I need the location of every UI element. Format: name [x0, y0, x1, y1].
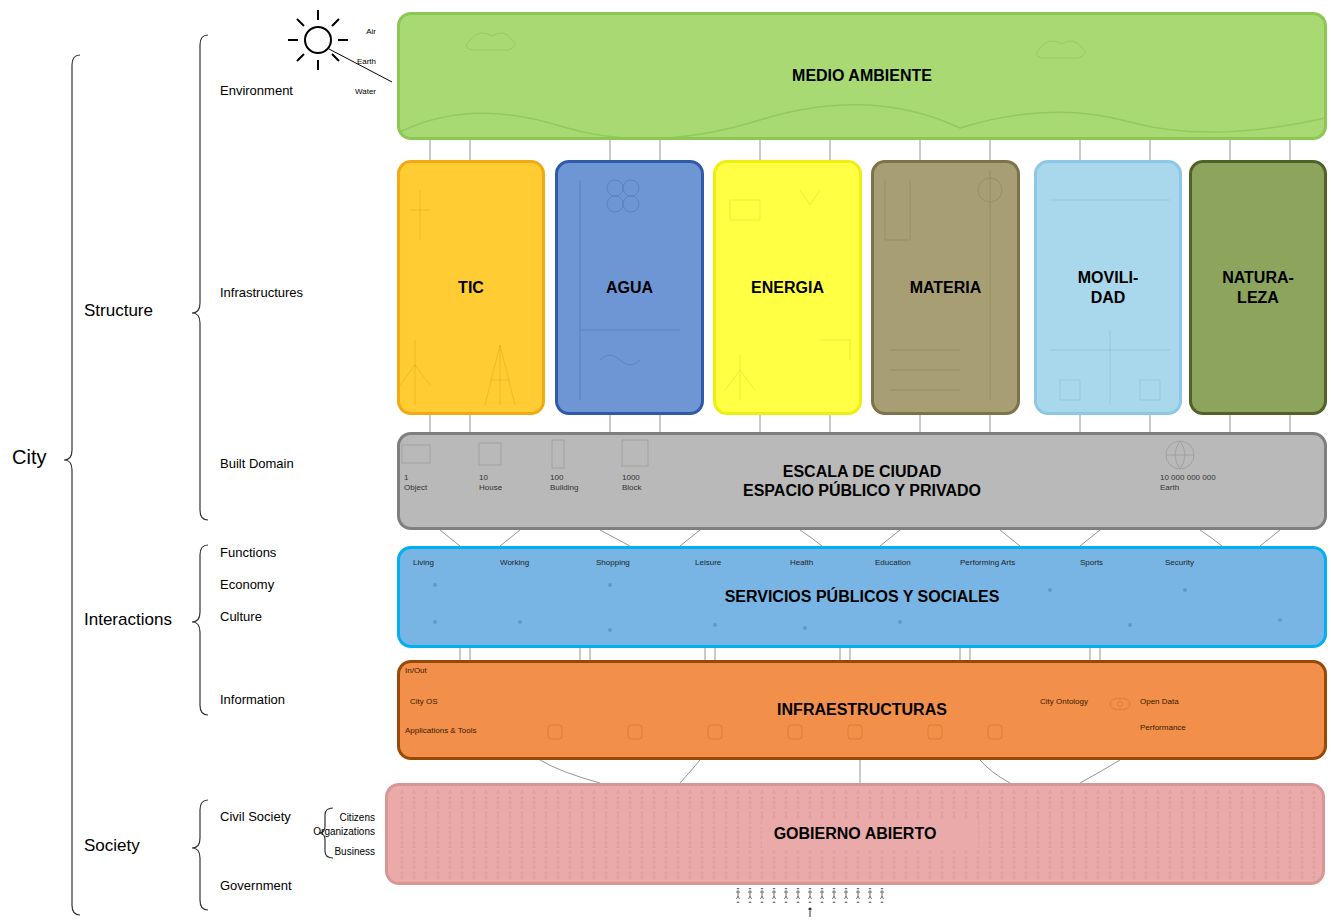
society-brace [192, 800, 208, 910]
environment-band: MEDIO AMBIENTE [397, 12, 1327, 140]
scale-number: 10 000 000 000 [1160, 474, 1216, 483]
government-figure [808, 907, 811, 910]
group-label: Structure [84, 302, 153, 321]
band-title: ENERGIA [751, 278, 824, 297]
band-title: MEDIO AMBIENTE [792, 66, 932, 85]
layer-label: Economy [220, 578, 274, 592]
scale-label: Object [404, 484, 427, 493]
scale-label: House [479, 484, 502, 493]
function-label: Living [413, 559, 434, 568]
band-title: SERVICIOS PÚBLICOS Y SOCIALES [725, 587, 1000, 606]
government-people [732, 888, 888, 903]
information-label: Applications & Tools [405, 727, 476, 736]
sun-rays [288, 10, 348, 70]
sun-ray-line [329, 49, 392, 82]
layer-label: Civil Society [220, 810, 291, 824]
band-title: ESPACIO PÚBLICO Y PRIVADO [743, 481, 981, 500]
element-label: Air [366, 28, 376, 37]
band-title: INFRAESTRUCTURAS [777, 700, 947, 719]
element-label: Water [355, 88, 376, 97]
layer-label: Information [220, 693, 285, 707]
infrastructure-column: ENERGIA [713, 160, 862, 415]
band-title: NATURA- LEZA [1218, 268, 1298, 306]
actor-label: Citizens [339, 812, 375, 823]
group-label: Society [84, 837, 140, 856]
layer-label: Built Domain [220, 457, 294, 471]
scale-number: 1000 [622, 474, 640, 483]
structure-brace [192, 35, 208, 520]
function-label: Health [790, 559, 813, 568]
scale-number: 100 [550, 474, 563, 483]
information-band: INFRAESTRUCTURAS [397, 660, 1327, 760]
scale-label: Building [550, 484, 578, 493]
government-figure [810, 911, 811, 917]
band-title: AGUA [606, 278, 653, 297]
function-label: Performing Arts [960, 559, 1015, 568]
sun-icon [305, 27, 331, 53]
function-label: Shopping [596, 559, 630, 568]
group-label: City [12, 446, 46, 468]
element-label: Earth [357, 58, 376, 67]
layer-label: Government [220, 879, 292, 893]
scale-number: 1 [404, 474, 408, 483]
band-title: TIC [458, 278, 484, 297]
function-label: Sports [1080, 559, 1103, 568]
band-title: GOBIERNO ABIERTO [774, 824, 937, 843]
government-band: GOBIERNO ABIERTO [385, 783, 1325, 885]
information-label: City OS [410, 698, 438, 707]
infrastructure-column: MATERIA [871, 160, 1020, 415]
scale-label: Earth [1160, 484, 1179, 493]
layer-label: Environment [220, 84, 293, 98]
function-label: Leisure [695, 559, 721, 568]
infrastructure-column: NATURA- LEZA [1189, 160, 1327, 415]
layer-label: Infrastructures [220, 286, 303, 300]
interactions-brace [192, 545, 208, 715]
infrastructure-column: TIC [397, 160, 545, 415]
information-label: Performance [1140, 724, 1186, 733]
information-label: In/Out [405, 667, 427, 676]
band-title: MATERIA [910, 278, 982, 297]
actor-label: Organizations [313, 826, 375, 837]
information-label: City Ontology [1040, 698, 1088, 707]
layer-label: Culture [220, 610, 262, 624]
group-label: Interactions [84, 611, 172, 630]
band-title: ESCALA DE CIUDAD [783, 462, 942, 481]
scale-label: Block [622, 484, 642, 493]
information-label: Open Data [1140, 698, 1179, 707]
infrastructure-column: AGUA [555, 160, 704, 415]
function-label: Working [500, 559, 529, 568]
city-brace [64, 55, 80, 915]
band-title: MOVILI- DAD [1068, 268, 1148, 306]
scale-number: 10 [479, 474, 488, 483]
layer-label: Functions [220, 546, 276, 560]
infrastructure-column: MOVILI- DAD [1034, 160, 1182, 415]
function-label: Security [1165, 559, 1194, 568]
actor-label: Business [334, 846, 375, 857]
function-label: Education [875, 559, 911, 568]
